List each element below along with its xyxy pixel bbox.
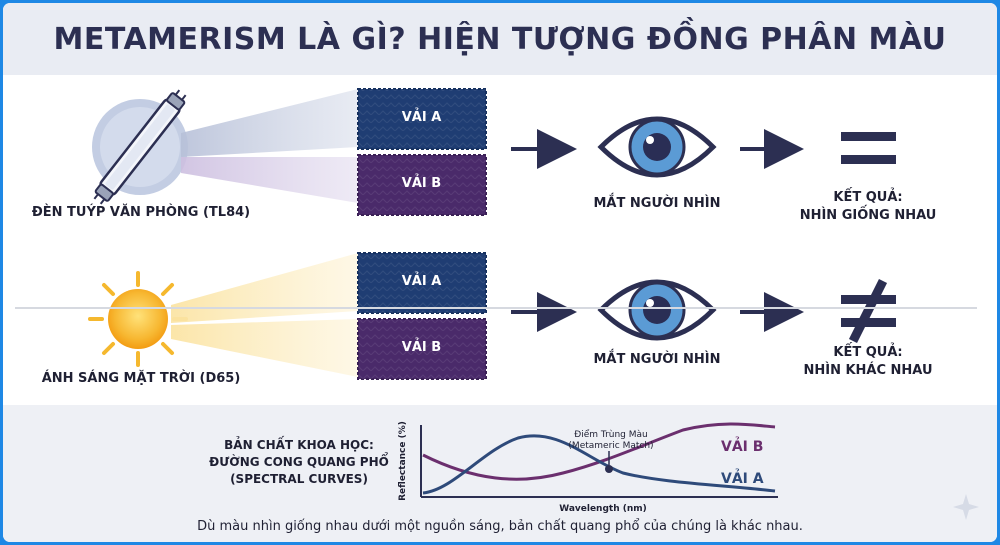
comparison-panel: ĐÈN TUÝP VĂN PHÒNG (TL84) VẢI A VẢI B MẮ…: [3, 75, 997, 405]
light-beam-b: [181, 157, 358, 203]
light-label-d65: ÁNH SÁNG MẶT TRỜI (D65): [41, 371, 241, 386]
y-axis-label: Reflectance (%): [398, 421, 408, 501]
fabric-a-label: VẢI A: [401, 110, 442, 125]
section-divider: [15, 307, 977, 309]
fabric-b-label: VẢI B: [401, 340, 442, 355]
fluorescent-tube-icon: [92, 89, 188, 205]
match-label: Điểm Trùng Màu: [574, 429, 647, 440]
eye-icon: [597, 116, 717, 178]
curve-fabric-a: [422, 434, 776, 495]
match-label-en: (Metameric Match): [568, 441, 653, 451]
x-axis-label: Wavelength (nm): [559, 504, 647, 514]
result-heading: KẾT QUẢ:: [833, 345, 903, 360]
science-subheading: ĐƯỜNG CONG QUANG PHỔ: [209, 455, 389, 469]
page-title: METAMERISM LÀ GÌ? HIỆN TƯỢNG ĐỒNG PHÂN M…: [53, 21, 947, 57]
light-beam-b: [171, 319, 358, 377]
footer-caption: Dù màu nhìn giống nhau dưới một nguồn sá…: [197, 519, 803, 534]
result-value: NHÌN GIỐNG NHAU: [799, 208, 937, 223]
curve-fabric-b: [422, 422, 776, 481]
curve-b-label: VẢI B: [721, 436, 763, 455]
science-subheading-en: (SPECTRAL CURVES): [230, 472, 368, 486]
fabric-b-label: VẢI B: [401, 176, 442, 191]
light-beam-a: [171, 253, 358, 323]
observer-label: MẮT NGƯỜI NHÌN: [593, 352, 721, 367]
result-heading: KẾT QUẢ:: [833, 190, 903, 205]
science-heading: BẢN CHẤT KHOA HỌC:: [224, 438, 374, 452]
curve-a-label: VẢI A: [721, 468, 764, 487]
metameric-match-point: [605, 465, 613, 473]
result-value: NHÌN KHÁC NHAU: [803, 363, 933, 378]
science-section: BẢN CHẤT KHOA HỌC: ĐƯỜNG CONG QUANG PHỔ …: [3, 405, 997, 542]
light-label-tl84: ĐÈN TUÝP VĂN PHÒNG (TL84): [31, 205, 251, 220]
sparkle-icon: [953, 494, 979, 520]
fabric-a-label: VẢI A: [401, 274, 442, 289]
observer-label: MẮT NGƯỜI NHÌN: [593, 196, 721, 211]
eye-icon: [597, 279, 717, 341]
not-equals-icon: [841, 278, 896, 344]
comparison-graphics: [88, 88, 896, 380]
equals-icon: [841, 132, 896, 164]
light-beam-a: [181, 89, 358, 157]
title-bar: METAMERISM LÀ GÌ? HIỆN TƯỢNG ĐỒNG PHÂN M…: [3, 3, 997, 75]
spectral-curve-chart: Reflectance (%) Wavelength (nm) Điểm Trù…: [398, 421, 979, 520]
